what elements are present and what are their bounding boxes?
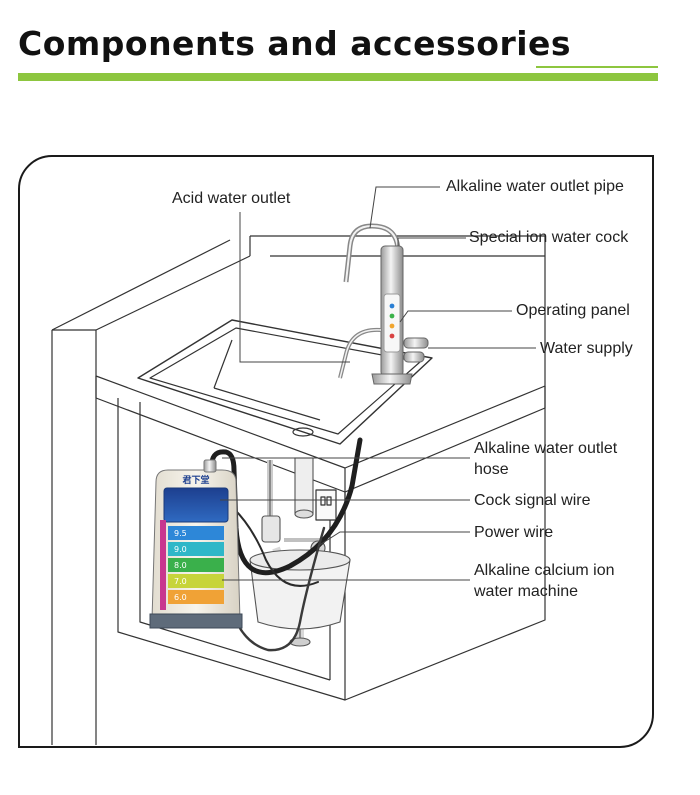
cabinet-drawing [51, 235, 546, 745]
label-cock-signal-wire: Cock signal wire [474, 492, 591, 509]
label-water-supply: Water supply [540, 340, 633, 357]
callout-leaders [220, 186, 536, 581]
ph-reading: 9.0 [174, 545, 187, 554]
label-alkaline-water-outlet-hose: Alkaline water outlet hose [474, 440, 618, 478]
label-power-wire: Power wire [474, 524, 554, 541]
title-underline-short [536, 66, 658, 68]
ion-water-cock [338, 223, 429, 385]
label-operating-panel: Operating panel [516, 302, 630, 319]
ph-readings: 9.5 9.0 8.0 7.0 6.0 [174, 529, 187, 602]
water-machine [149, 459, 243, 629]
ph-reading: 8.0 [174, 561, 187, 570]
diagram-frame [18, 155, 654, 748]
page-title: Components and accessories [18, 24, 572, 63]
label-special-ion-water-cock: Special ion water cock [469, 229, 629, 246]
ph-reading: 9.5 [174, 529, 187, 538]
label-acid-water-outlet: Acid water outlet [172, 190, 291, 207]
machine-brand-label: 君下堂 [182, 474, 209, 486]
label-alkaline-water-outlet-pipe: Alkaline water outlet pipe [446, 178, 624, 195]
title-underline-bar [18, 73, 658, 81]
label-alkaline-calcium-ion-water-machine: Alkaline calcium ion water machine [474, 562, 615, 600]
ph-reading: 7.0 [174, 577, 187, 586]
ph-reading: 6.0 [174, 593, 187, 602]
